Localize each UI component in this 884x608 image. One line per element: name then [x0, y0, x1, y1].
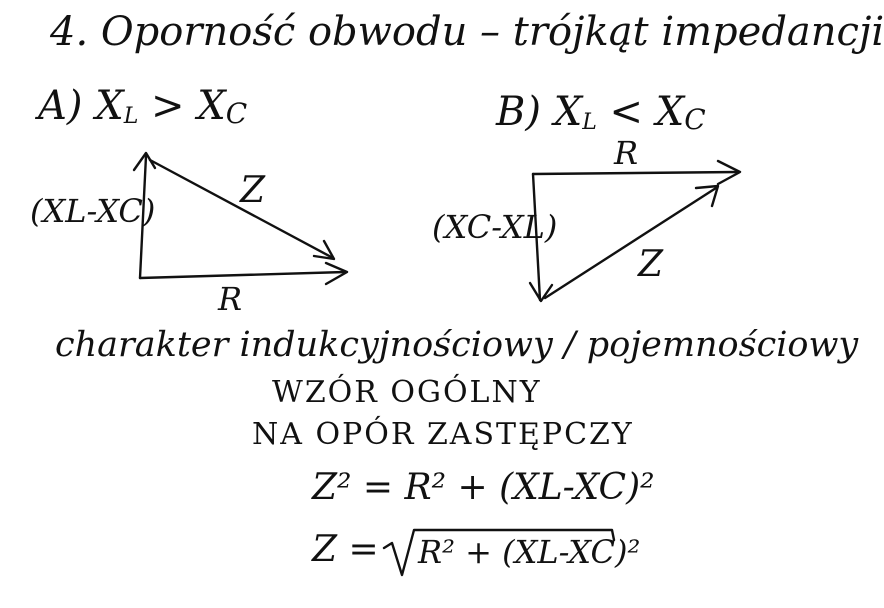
triangle-a-vertical-side [138, 154, 148, 280]
triangle-a-hypotenuse-arrowhead [312, 239, 336, 261]
triangle-a-base-arrowhead [324, 261, 349, 286]
triangle-a-base-label: R [217, 280, 242, 318]
triangle-b-side-label: (XC-XL) [432, 208, 557, 246]
formula-heading-general: WZÓR OGÓLNY [272, 375, 542, 410]
character-line: charakter indukcyjnościowy / pojemnościo… [55, 325, 859, 365]
case-b-label: B) X [496, 89, 583, 135]
formula-impedance-radicand: R² + (XL-XC)² [418, 533, 641, 571]
square-root-sign [382, 528, 616, 577]
formula-heading-equivalent-resistance: NA OPÓR ZASTĘPCZY [252, 417, 634, 452]
triangle-a-base [138, 270, 347, 280]
triangle-b [528, 159, 742, 303]
page: { "title": "4. Oporność obwodu – trójkąt… [30, 12, 884, 577]
triangle-b-top-arrowhead [716, 159, 742, 186]
triangle-b-hypotenuse-label: Z [637, 244, 664, 285]
case-a-operator: > X [138, 83, 226, 129]
triangle-b-hypotenuse-arrowhead [694, 184, 720, 208]
formula-impedance-lhs: Z = [312, 529, 379, 570]
triangle-a-side-label: (XL-XC) [30, 192, 155, 230]
triangle-b-top-label: R [613, 134, 638, 172]
impedance-triangles: (XL-XC) Z R R (XC-XL) Z [30, 134, 742, 577]
triangle-b-vertical-arrowhead [528, 281, 554, 303]
triangle-a-hypotenuse-label: Z [239, 170, 266, 211]
page-title: 4. Oporność obwodu – trójkąt impedancji [50, 9, 884, 55]
triangle-b-vertical-side [531, 172, 542, 302]
case-a-sub-l: L [123, 104, 139, 129]
case-a-sub-c: C [225, 97, 248, 130]
triangle-a-hypotenuse [148, 158, 335, 260]
triangle-b-top [531, 170, 740, 176]
case-b-sub-l: L [582, 110, 597, 135]
formula-impedance-squared: Z² = R² + (XL-XC)² [312, 467, 655, 508]
case-a-heading: A) XL > XC [38, 86, 247, 128]
case-b-heading: B) XL < XC [496, 92, 706, 134]
case-a-label: A) X [38, 83, 124, 129]
case-b-sub-c: C [684, 103, 706, 136]
triangle-a-vertical-arrowhead [132, 151, 157, 172]
triangle-a [132, 151, 349, 286]
triangle-b-hypotenuse [543, 186, 718, 300]
case-b-operator: < X [596, 89, 685, 135]
